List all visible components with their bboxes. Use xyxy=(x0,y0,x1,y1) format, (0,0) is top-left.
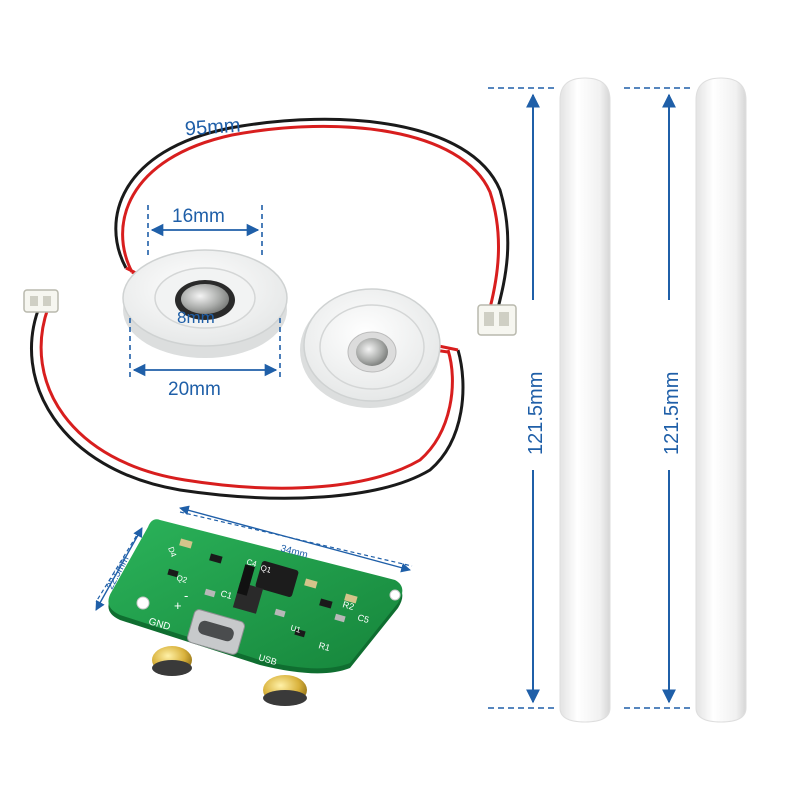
cotton-stick-right xyxy=(695,77,747,723)
connector-left xyxy=(23,289,59,313)
pcb-label-r2: R2 xyxy=(341,599,355,612)
dim-label-stick-right: 121.5mm xyxy=(661,372,683,455)
pcb-label-c1: C1 xyxy=(219,588,233,601)
pcb-label-d4: D4 xyxy=(166,546,178,559)
dim-label-stick-left: 121.5mm xyxy=(525,372,547,455)
pcb-label-c5: C5 xyxy=(356,612,370,625)
atomizer-disc-left xyxy=(122,249,288,358)
atomizer-disc-right xyxy=(300,288,441,408)
pcb-label-r1: R1 xyxy=(317,640,331,653)
dim-label-cable: 95mm xyxy=(184,115,241,141)
dim-label-outer: 20mm xyxy=(168,379,221,400)
cotton-stick-left xyxy=(559,77,611,723)
pcb-label-minus: - xyxy=(184,588,188,603)
connector-right xyxy=(477,304,517,336)
pcb-label-u1: U1 xyxy=(289,623,302,635)
dim-arrow-34mm xyxy=(179,505,411,573)
dim-label-inner: 16mm xyxy=(172,206,225,227)
pcb-label-usb: USB xyxy=(257,652,278,667)
cable-loop-upper xyxy=(114,117,510,309)
pcb-label-q2: Q2 xyxy=(175,573,188,585)
dim-lines-disc xyxy=(129,205,281,380)
dim-lines-sticks xyxy=(488,87,692,709)
dim-label-center: 8mm xyxy=(177,308,215,327)
pcb-label-plus: + xyxy=(174,598,182,613)
cable-loop-lower xyxy=(30,304,465,500)
driver-board: GND + - USB R1 R2 C1 C5 C4 Q1 Q2 D4 U1 xyxy=(108,519,403,706)
dim-arrow-22-5mm xyxy=(95,527,143,611)
